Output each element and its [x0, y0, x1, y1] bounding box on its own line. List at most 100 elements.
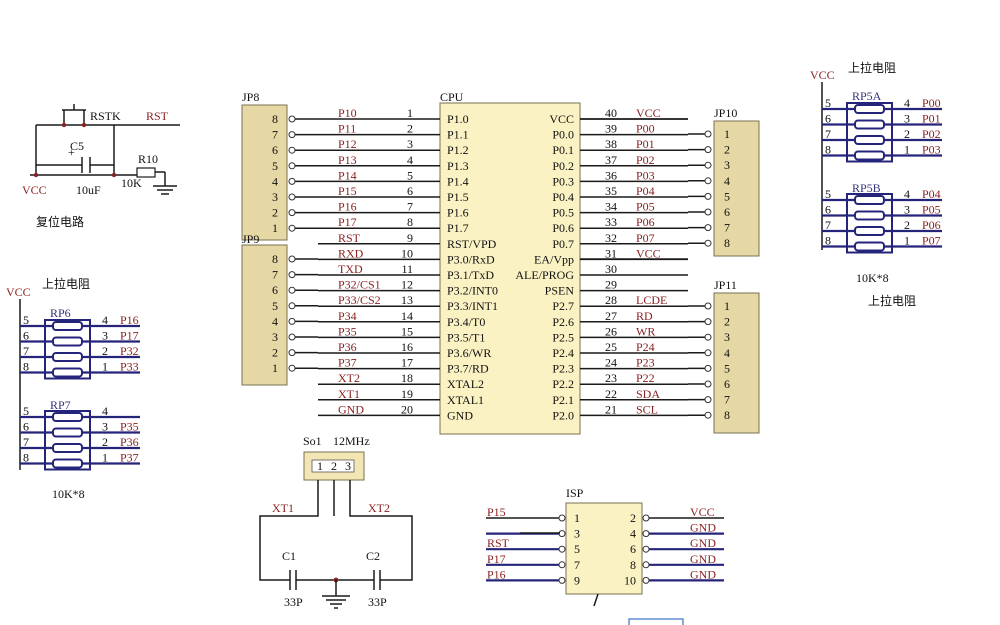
- cpu-pin-number: 6: [407, 184, 413, 198]
- resistor-pin-left: 8: [825, 143, 831, 157]
- jp8-pin-terminal: [288, 193, 296, 201]
- jp10-body: [713, 120, 760, 257]
- resistor-pin-left: 8: [23, 451, 29, 465]
- cpu-pin-name: P1.2: [447, 143, 469, 157]
- resistor-pin-left: 7: [23, 435, 29, 449]
- jp11-pin-terminal: [704, 318, 712, 326]
- resistor-pin-left: 7: [23, 344, 29, 358]
- resistor-net-label: P05: [922, 203, 941, 217]
- c2-ref: C2: [366, 549, 380, 563]
- resistor-pin-left: 5: [825, 187, 831, 201]
- cpu-right-net-label: P05: [636, 200, 655, 214]
- cpu-right-net-label: P06: [636, 215, 655, 229]
- jp9-pin-number: 3: [272, 330, 278, 344]
- jp8-ref: JP8: [242, 90, 259, 104]
- resistor-pin-right: 1: [102, 360, 108, 374]
- resistor-net-label: P01: [922, 112, 941, 126]
- resistor-pin-left: 5: [825, 96, 831, 110]
- cpu-left-net-label: P32/CS1: [338, 278, 381, 292]
- resistor-pin-right: 4: [102, 313, 108, 327]
- cpu-pin-number: 33: [605, 215, 617, 229]
- cpu-pin-name: ALE/PROG: [515, 268, 574, 282]
- resistor-pack-outline: [846, 193, 893, 254]
- jp11-pin-number: 3: [724, 330, 730, 344]
- resistor-net-label: P04: [922, 187, 941, 201]
- crystal-xt2-label: XT2: [368, 501, 390, 515]
- resistor-element: [52, 412, 83, 422]
- isp-right-terminal: [642, 561, 650, 569]
- rp5a-ref: RP5A: [852, 89, 882, 103]
- resistor-pin-right: 2: [904, 127, 910, 141]
- resistor-net-label: P00: [922, 96, 941, 110]
- cpu-pin-name: P2.3: [552, 362, 574, 376]
- c5-value: 10uF: [76, 183, 101, 197]
- resistor-pin-right: 1: [904, 143, 910, 157]
- selection-box[interactable]: [628, 618, 684, 625]
- cpu-pin-name: P2.4: [552, 346, 574, 360]
- jp10-ref: JP10: [714, 106, 737, 120]
- crystal-circuit: So1 12MHz 1 2 3 XT1 XT2 C1 33P C2 33P: [259, 434, 413, 609]
- cpu-pin-number: 24: [605, 356, 617, 370]
- cpu-left-net-label: P33/CS2: [338, 293, 381, 307]
- cpu-pin-name: P0.1: [552, 143, 574, 157]
- c1-value: 33P: [284, 595, 303, 609]
- resistor-pin-right: 2: [102, 435, 108, 449]
- jp10-pin-number: 1: [724, 127, 730, 141]
- jp8-pin-terminal: [288, 162, 296, 170]
- resistor-pin-right: 3: [102, 420, 108, 434]
- cpu-pin-number: 18: [401, 371, 413, 385]
- resistor-net-label: P17: [120, 329, 139, 343]
- jp11-pin-number: 1: [724, 299, 730, 313]
- junction-dot: [111, 172, 117, 178]
- jp8-pin-number: 8: [272, 112, 278, 126]
- cpu-right-net-label: P04: [636, 184, 655, 198]
- cpu-left-net-label: P34: [338, 309, 357, 323]
- resistor-pin-right: 4: [904, 96, 910, 110]
- jp9-pin-terminal: [288, 317, 296, 325]
- cpu-left-net-label: P17: [338, 215, 357, 229]
- rp6-ref: RP6: [50, 306, 71, 320]
- resistor-element: [854, 241, 885, 252]
- resistor-net-label: P36: [120, 435, 139, 449]
- resistor-net-label: P32: [120, 344, 139, 358]
- cpu-pin-number: 37: [605, 153, 617, 167]
- cpu-pin-name: P1.4: [447, 174, 469, 188]
- jp8-pin-terminal: [288, 146, 296, 154]
- resistor-element: [52, 321, 83, 331]
- cpu-right-net-label: VCC: [636, 106, 661, 120]
- cpu-left-net-label: P36: [338, 340, 357, 354]
- resistor-pin-left: 6: [825, 112, 831, 126]
- jp8-pin-terminal: [288, 224, 296, 232]
- isp-right-terminal: [642, 514, 650, 522]
- isp-pin-number: 3: [574, 527, 580, 541]
- cpu-left-net-label: P12: [338, 137, 357, 151]
- jp11-body: [713, 292, 760, 434]
- jp9-pin-number: 1: [272, 361, 278, 375]
- cpu-pin-number: 38: [605, 137, 617, 151]
- resistor-pin-left: 8: [23, 360, 29, 374]
- jp9-pin-terminal: [288, 302, 296, 310]
- jp10-pin-terminal: [704, 224, 712, 232]
- cpu-pin-number: 34: [605, 200, 617, 214]
- jp9-pin-number: 8: [272, 252, 278, 266]
- crystal-pin-1: 1: [317, 459, 323, 473]
- cpu-pin-number: 28: [605, 293, 617, 307]
- cpu-left-net-label: P37: [338, 356, 357, 370]
- ground-icon: [153, 185, 177, 195]
- jp11-pin-terminal: [704, 380, 712, 388]
- jp10-pin-number: 4: [724, 174, 730, 188]
- isp-left-net-label: RST: [487, 536, 510, 550]
- cpu-pin-number: 25: [605, 340, 617, 354]
- cpu-pin-name: P1.0: [447, 112, 469, 126]
- ground-icon: [322, 595, 350, 609]
- resistor-element: [52, 367, 83, 378]
- pullup-right-title-top: 上拉电阻: [848, 60, 896, 75]
- cpu-pin-name: P0.2: [552, 159, 574, 173]
- resistor-pin-left: 6: [23, 420, 29, 434]
